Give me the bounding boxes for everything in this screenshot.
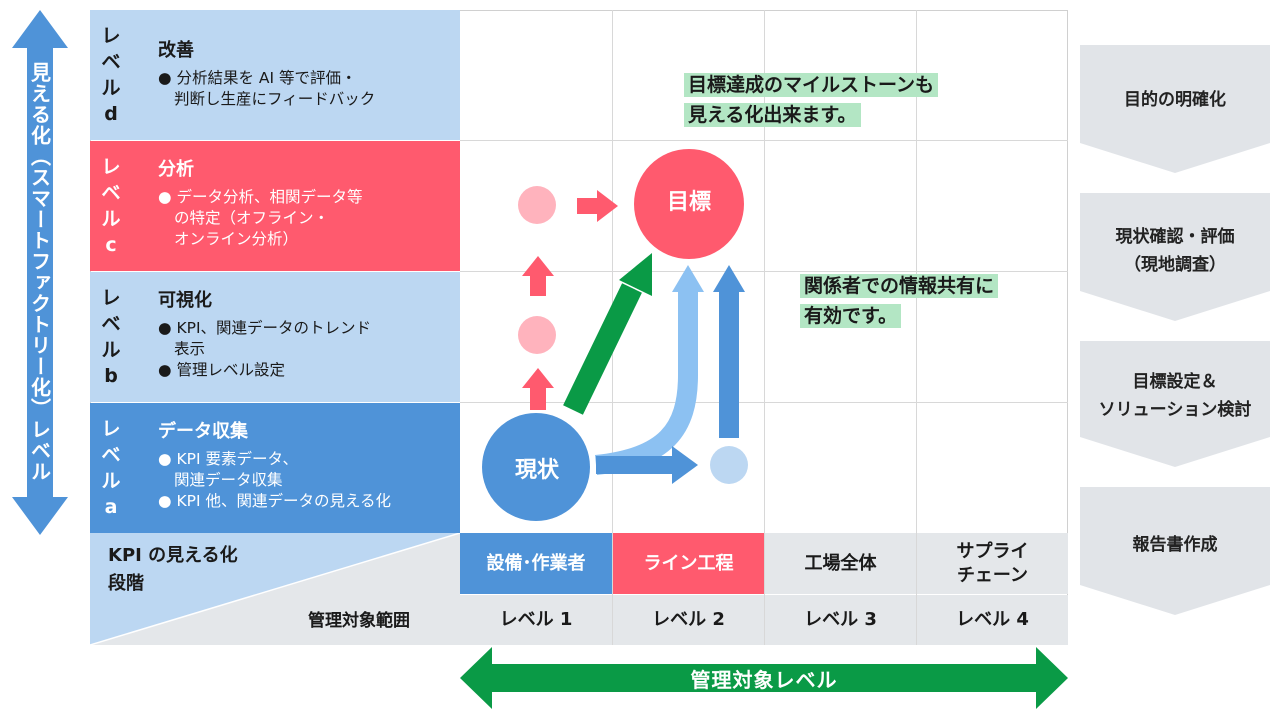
red-arrow-right — [577, 190, 618, 222]
level-c-row: レベルc 分析 ● データ分析、相関データ等 の特定（オフライン・ オンライン分… — [90, 141, 460, 271]
grid-line — [460, 271, 1068, 272]
level-d-tag: レベルd — [101, 25, 121, 125]
scope-header-factory: 工場全体 — [765, 533, 916, 594]
process-chevrons — [1080, 45, 1270, 615]
step-chevron — [1080, 45, 1270, 173]
step-chevron — [1080, 193, 1270, 321]
red-arrow-up-upper — [522, 256, 554, 296]
corner-bottom-label: 管理対象範囲 — [308, 611, 410, 631]
current-label: 現状 — [514, 458, 559, 483]
corner-diagonal-cell — [90, 533, 460, 645]
scope-level-4: レベル 4 — [917, 595, 1068, 645]
level-c-tag: レベルc — [101, 156, 121, 256]
vertical-axis-label: 見える化（スマートファクトリー化）レベル — [27, 62, 52, 482]
goal-circle — [634, 149, 744, 259]
step-goal-solution: 目標設定＆ ソリューション検討 — [1098, 372, 1252, 420]
level-a-row: レベルa データ収集 ● KPI 要素データ、 関連データ収集 ● KPI 他、… — [90, 403, 460, 533]
level-a-title: データ収集 — [158, 421, 248, 442]
level-b-item: ● 管理レベル設定 — [158, 361, 285, 379]
grid-line — [460, 140, 1068, 141]
vertical-axis-arrow — [12, 10, 68, 535]
milestone-dot-red-upper — [518, 186, 556, 224]
grid-line — [460, 402, 1068, 403]
level-b-item: ● KPI、関連データのトレンド 表示 — [158, 319, 372, 358]
level-a-item: ● KPI 要素データ、 関連データ収集 — [158, 450, 298, 489]
scope-level-2: レベル 2 — [613, 595, 764, 645]
level-d-title: 改善 — [158, 40, 194, 61]
step-report: 報告書作成 — [1132, 534, 1218, 555]
green-diagonal-arrow — [563, 253, 652, 415]
level-b-tag: レベルb — [101, 287, 121, 387]
scope-header-equipment: 設備･作業者 — [460, 533, 612, 594]
step-chevron — [1080, 341, 1270, 467]
horizontal-axis-label: 管理対象レベル — [690, 667, 838, 692]
sharing-note: 関係者での情報共有に 有効です。 — [800, 241, 999, 331]
scope-header-line: ライン工程 — [613, 533, 764, 594]
scope-level-1: レベル 1 — [460, 595, 612, 645]
level-d-row: レベルd 改善 ● 分析結果を AI 等で評価・ 判断し生産にフィードバック — [90, 10, 460, 140]
milestone-dot-red-lower — [518, 316, 556, 354]
grid-line — [764, 10, 765, 645]
horizontal-axis-arrow — [460, 647, 1068, 709]
level-c-item: ● データ分析、相関データ等 の特定（オフライン・ オンライン分析） — [158, 188, 363, 248]
level-a-item: ● KPI 他、関連データの見える化 — [158, 492, 391, 510]
goal-label: 目標 — [666, 190, 711, 215]
step-chevron — [1080, 487, 1270, 615]
step-current-evaluation: 現状確認・評価 （現地調査） — [1115, 226, 1235, 275]
level-a-tag: レベルa — [101, 418, 121, 518]
grid-line — [916, 10, 917, 645]
blue-horizontal-arrow — [596, 446, 698, 484]
scope-header-supply-chain: サプライ チェーン — [917, 533, 1068, 594]
level-b-title: 可視化 — [158, 290, 212, 311]
step-purpose: 目的の明確化 — [1124, 90, 1226, 110]
blue-vertical-arrow — [713, 265, 745, 438]
level-b-row: レベルb 可視化 ● KPI、関連データのトレンド 表示 ● 管理レベル設定 — [90, 272, 460, 402]
level-d-item: ● 分析結果を AI 等で評価・ 判断し生産にフィードバック — [158, 69, 376, 108]
milestone-note: 目標達成のマイルストーンも 見える化出来ます。 — [684, 40, 939, 130]
milestone-dot-blue — [710, 446, 748, 484]
level-c-title: 分析 — [158, 159, 194, 180]
corner-top-label: KPI の見える化 段階 — [108, 545, 238, 594]
red-arrow-up-lower — [522, 368, 554, 410]
current-circle — [482, 413, 590, 521]
scope-level-3: レベル 3 — [765, 595, 916, 645]
